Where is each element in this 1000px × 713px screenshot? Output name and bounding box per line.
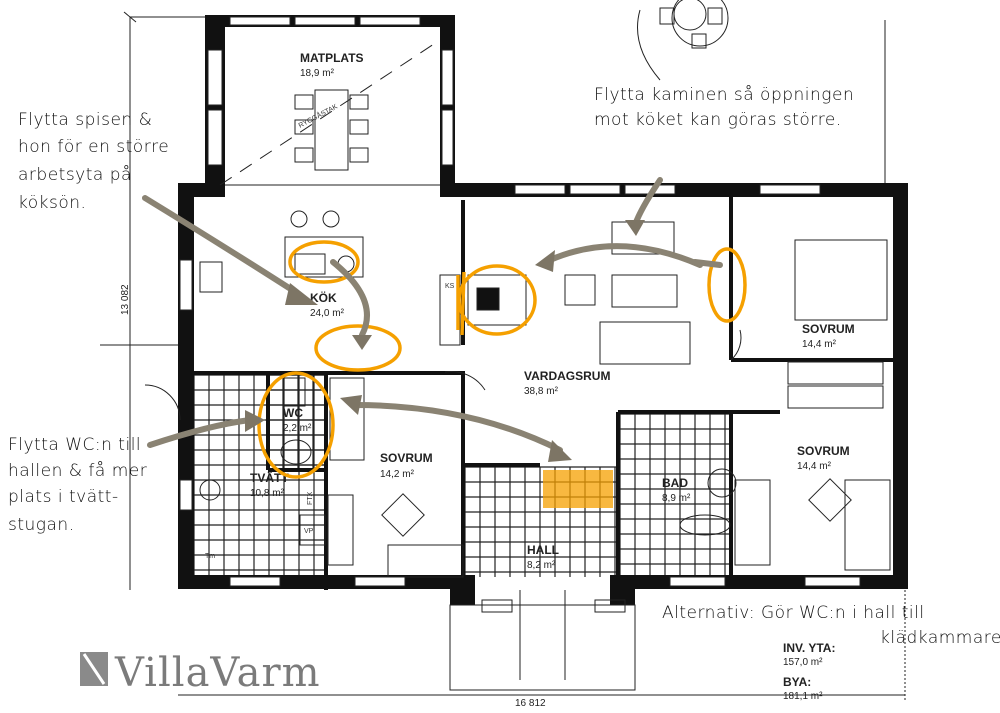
ridge-label: RYGGÅSTAK [297, 102, 339, 130]
svg-text:2,2 m²: 2,2 m² [283, 423, 312, 434]
svg-text:SOVRUM: SOVRUM [380, 451, 433, 465]
svg-text:WC: WC [283, 406, 303, 420]
furniture [144, 89, 891, 578]
note-move-wc: Flytta WC:n till hallen & få mer plats i… [8, 435, 153, 535]
outdoor-table [637, 0, 729, 81]
svg-text:SOVRUM: SOVRUM [797, 444, 850, 458]
svg-text:18,9 m²: 18,9 m² [300, 68, 335, 79]
annotation-arrows [142, 177, 723, 462]
svg-text:14,4 m²: 14,4 m² [802, 339, 837, 350]
vp-label: VP [304, 528, 314, 535]
note-move-fireplace: Flytta kaminen så öppningen mot köket ka… [594, 84, 860, 130]
tm-label: Tm [205, 553, 215, 560]
svg-text:VARDAGSRUM: VARDAGSRUM [524, 369, 610, 383]
svg-text:181,1 m²: 181,1 m² [783, 691, 823, 702]
svg-text:8,9 m²: 8,9 m² [662, 493, 691, 504]
room-hall: HALL 8,2 m² [527, 543, 559, 571]
room-sovrum-3: SOVRUM 14,4 m² [797, 444, 850, 472]
width-dimension: 16 812 [515, 698, 546, 709]
ks-label: KS [445, 283, 455, 290]
windows [179, 16, 861, 587]
room-bad: BAD 8,9 m² [662, 476, 691, 504]
svg-text:BAD: BAD [662, 476, 688, 490]
room-sovrum-2: SOVRUM 14,4 m² [802, 322, 855, 350]
room-wc: WC 2,2 m² [283, 406, 312, 434]
room-vardagsrum: VARDAGSRUM 38,8 m² [524, 369, 610, 397]
ftx-label: FTX [307, 491, 314, 505]
svg-text:KÖK: KÖK [310, 290, 337, 305]
svg-text:10,8 m²: 10,8 m² [250, 488, 285, 499]
villavarm-logo: VillaVarm [80, 650, 321, 696]
svg-text:HALL: HALL [527, 543, 559, 557]
svg-text:157,0 m²: 157,0 m² [783, 657, 823, 668]
height-dimension: 13 082 [120, 284, 131, 315]
room-sovrum-1: SOVRUM 14,2 m² [380, 451, 433, 480]
area-summary: INV. YTA: 157,0 m² BYA: 181,1 m² [783, 641, 835, 702]
svg-text:MATPLATS: MATPLATS [300, 51, 364, 65]
svg-text:38,8 m²: 38,8 m² [524, 386, 559, 397]
dimension-lines [100, 11, 906, 700]
note-alternative: Alternativ: Gör WC:n i hall till klädkam… [662, 603, 1000, 648]
room-kok: KÖK 24,0 m² [310, 290, 345, 319]
note-move-stove: Flytta spisen & hon för en större arbets… [18, 110, 175, 213]
svg-text:24,0 m²: 24,0 m² [310, 308, 345, 319]
svg-text:8,2 m²: 8,2 m² [527, 560, 556, 571]
svg-text:14,2 m²: 14,2 m² [380, 469, 415, 480]
svg-text:SOVRUM: SOVRUM [802, 322, 855, 336]
porch [449, 590, 636, 691]
svg-text:14,4 m²: 14,4 m² [797, 461, 832, 472]
svg-text:BYA:: BYA: [783, 675, 811, 689]
svg-text:VillaVarm: VillaVarm [114, 650, 321, 696]
svg-text:INV. YTA:: INV. YTA: [783, 641, 835, 655]
annotation-circles [257, 240, 747, 479]
wc-new-location-highlight [543, 470, 613, 508]
room-matplats: MATPLATS 18,9 m² [300, 51, 364, 79]
